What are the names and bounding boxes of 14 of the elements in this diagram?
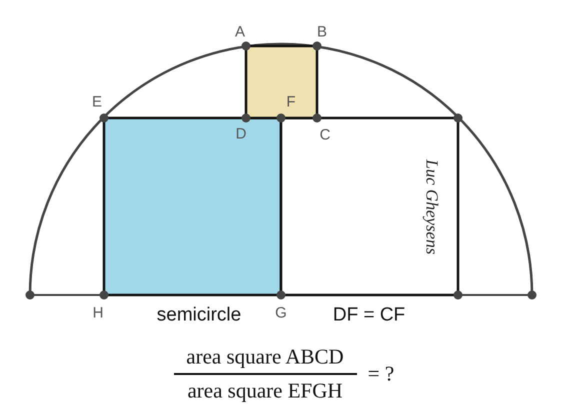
formula-denominator: area square EFGH xyxy=(187,380,343,402)
point-label: G xyxy=(275,306,287,320)
figure-note: semicircle xyxy=(156,306,242,324)
point-label: E xyxy=(92,94,102,110)
author-signature: Luc Gheysens xyxy=(424,160,440,254)
point-label: F xyxy=(286,94,296,110)
point-label: A xyxy=(235,24,245,40)
figure-note: DF = CF xyxy=(332,306,406,324)
point-label: B xyxy=(317,24,327,40)
formula-equals-question: = ? xyxy=(368,364,394,384)
point-label: H xyxy=(92,306,104,320)
formula-numerator: area square ABCD xyxy=(186,346,344,368)
point-label: D xyxy=(236,126,246,142)
point-label: C xyxy=(320,128,330,142)
